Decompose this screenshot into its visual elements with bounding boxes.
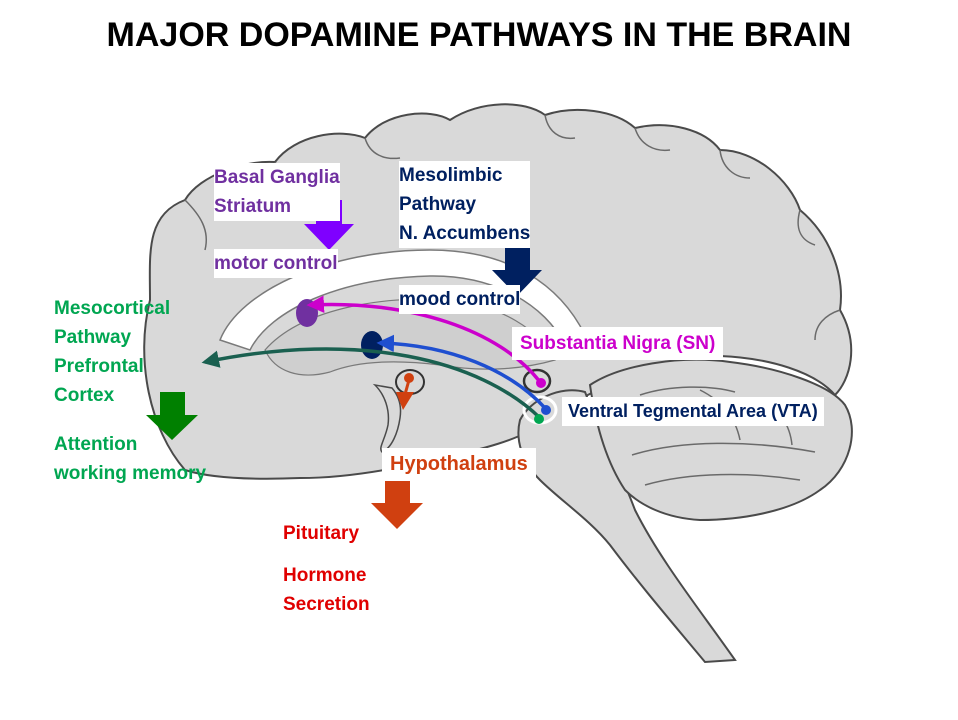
attention-label: Attention working memory: [54, 434, 207, 484]
mood-control-label: mood control: [399, 285, 521, 314]
motor-control-label: motor control: [214, 249, 338, 278]
nigrostriatal-pathway: [306, 295, 542, 384]
pituitary-down-arrow: [371, 480, 423, 529]
vta-dot-green: [534, 414, 544, 424]
substantia-nigra-ring: [522, 368, 552, 394]
vta-dot-blue: [541, 405, 551, 415]
accumbens-down-arrow: [492, 245, 542, 296]
pituitary-label: Pituitary: [283, 523, 360, 544]
hormone-label: Hormone Secretion: [283, 565, 370, 615]
mesocortical-label: Mesocortical Pathway Prefrontal Cortex: [54, 298, 171, 406]
substantia-nigra-label: Substantia Nigra (SN): [512, 327, 724, 360]
mesocortical-pathway: [201, 347, 542, 420]
page-title: MAJOR DOPAMINE PATHWAYS IN THE BRAIN: [106, 16, 852, 54]
thalamus-outline: [264, 298, 556, 376]
mesolimbic-pathway: [376, 334, 547, 410]
hypothalamus-label: Hypothalamus: [382, 448, 536, 481]
tuberoinfundibular-arrowhead: [396, 392, 414, 410]
substantia-nigra-dot: [536, 378, 546, 388]
cortex-down-arrow: [146, 392, 198, 440]
vta-label: Ventral Tegmental Area (VTA): [562, 397, 824, 426]
basal-ganglia-label: Basal Ganglia Striatum: [214, 163, 340, 221]
brainstem-shape: [517, 389, 737, 664]
hypothalamus-dot: [404, 373, 414, 383]
accumbens-dot: [361, 331, 383, 359]
mesolimbic-label: Mesolimbic Pathway N. Accumbens: [399, 161, 531, 248]
